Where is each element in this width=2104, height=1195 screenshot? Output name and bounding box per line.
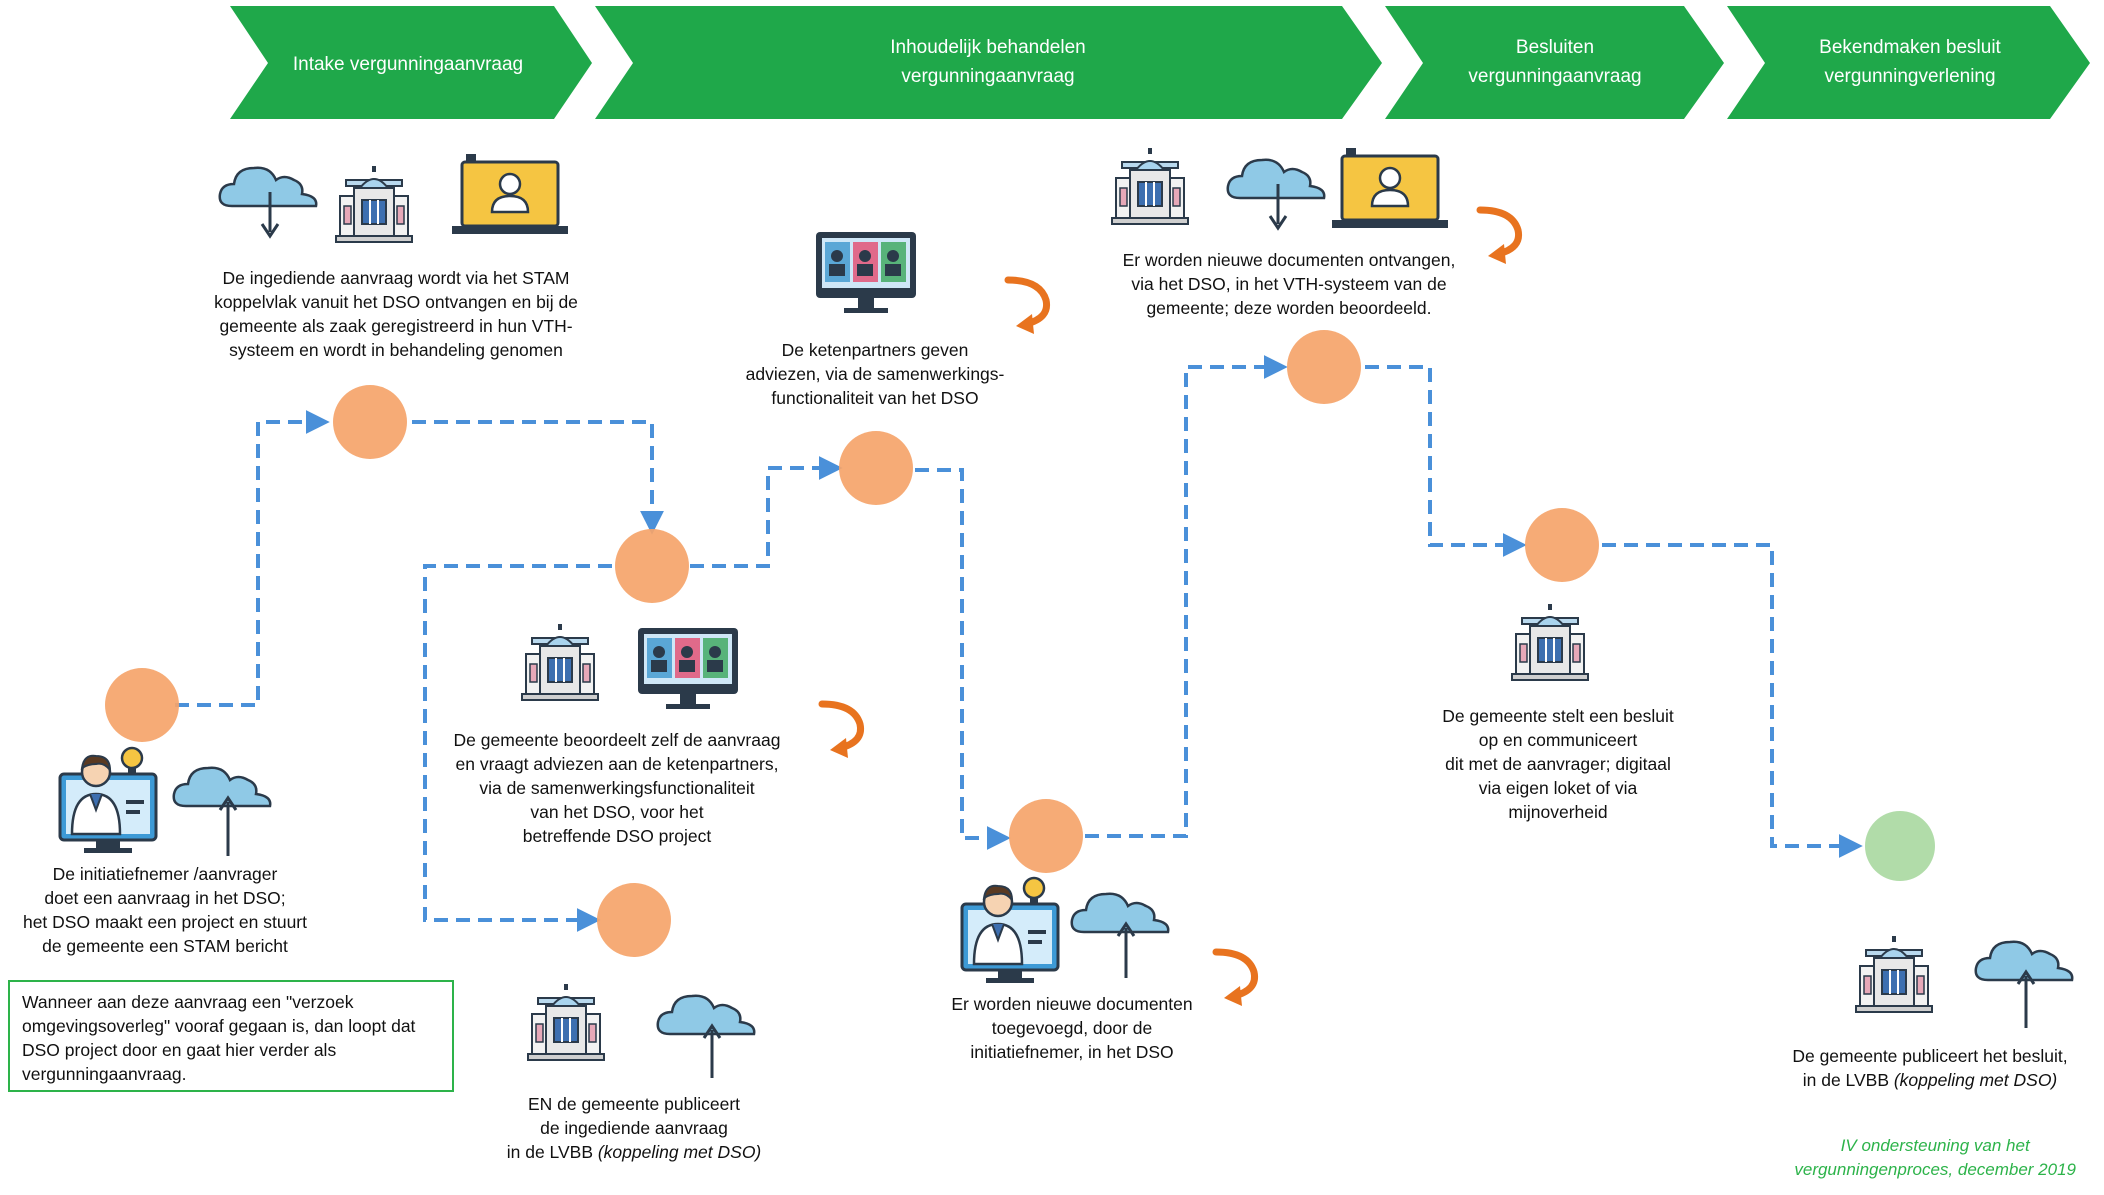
caption-documenten-ontvangen: Er worden nieuwe documenten ontvangen, v…	[1122, 250, 1456, 318]
koppeling-label: (koppeling met DSO)	[1893, 1070, 2058, 1090]
government-building-icon	[1855, 935, 1933, 1013]
process-node-besluit	[1525, 508, 1599, 582]
phase-intake	[230, 6, 592, 119]
omgevingsoverleg-note: Wanneer aan deze aanvraag een "verzoek o…	[8, 980, 454, 1092]
phase-behandelen	[595, 6, 1382, 119]
phase-besluiten	[1385, 6, 1724, 119]
process-node-gemeente-beoordeelt	[615, 529, 689, 603]
loop-arrow-icon	[1480, 210, 1519, 264]
laptop-user-icon	[450, 152, 570, 236]
process-node-ketenpartners	[839, 431, 913, 505]
phase-bekendmaken	[1727, 6, 2090, 119]
government-building-icon	[335, 165, 413, 243]
cloud-upload-icon	[656, 994, 756, 1078]
flow-arrow-ontvangen-to-besluit	[1365, 365, 1527, 557]
cloud-download-icon	[1226, 158, 1326, 231]
koppeling-label: (koppeling met DSO)	[597, 1142, 762, 1162]
citizen-idea-icon	[58, 746, 158, 855]
process-node-publiceert-aanvraag	[597, 883, 671, 957]
process-node-nieuwe-documenten	[1009, 799, 1083, 873]
government-building-icon	[521, 623, 599, 701]
process-nodes	[105, 330, 1935, 957]
loop-arrow-icon	[822, 704, 861, 758]
caption-nieuwe-documenten-toegevoegd: Er worden nieuwe documenten toegevoegd, …	[951, 994, 1193, 1062]
flow-arrow-besluit-to-publiceren	[1602, 543, 1863, 858]
cloud-upload-icon	[1070, 892, 1170, 978]
caption-publiceert-besluit: De gemeente publiceert het besluit, in d…	[1792, 1046, 2068, 1090]
caption-stam-intake: De ingediende aanvraag wordt via het STA…	[214, 268, 578, 360]
process-node-documenten-ontvangen	[1287, 330, 1361, 404]
laptop-user-icon	[1330, 146, 1450, 230]
video-conference-monitor-icon	[816, 232, 916, 313]
phase-behandelen-label-2: vergunningaanvraag	[901, 66, 1074, 87]
caption-ketenpartners: De ketenpartners geven adviezen, via de …	[745, 340, 1005, 408]
citizen-idea-icon	[960, 876, 1060, 985]
government-building-icon	[1511, 603, 1589, 681]
cloud-download-icon	[218, 166, 318, 239]
flow-arrow-docs-to-ontvangen	[1085, 355, 1288, 838]
caption-gemeente-beoordeelt: De gemeente beoordeelt zelf de aanvraag …	[453, 730, 781, 846]
government-building-icon	[527, 983, 605, 1061]
caption-publiceert-aanvraag: EN de gemeente publiceert de ingediende …	[506, 1094, 762, 1162]
government-building-icon	[1111, 147, 1189, 225]
flow-arrow-stam-to-gemeente	[412, 420, 664, 535]
phase-behandelen-label-1: Inhoudelijk behandelen	[890, 37, 1085, 58]
lvbb-label: in de LVBB	[1802, 1070, 1894, 1090]
video-conference-monitor-icon	[638, 628, 738, 709]
phase-intake-label: Intake vergunningaanvraag	[293, 54, 523, 75]
loop-arrow-icon	[1216, 952, 1255, 1006]
footer-credit: IV ondersteuning van het vergunningenpro…	[1794, 1136, 2076, 1179]
phase-bar: Intake vergunningaanvraag Inhoudelijk be…	[230, 6, 2090, 119]
phase-bekendmaken-label-2: vergunningverlening	[1824, 66, 1995, 87]
flow-connectors	[175, 355, 1863, 932]
flow-arrow-ketenpartners-to-docs	[915, 468, 1011, 850]
phase-bekendmaken-label-1: Bekendmaken besluit	[1819, 37, 2001, 58]
cloud-upload-icon	[1974, 940, 2074, 1028]
cloud-upload-icon	[172, 766, 272, 856]
loop-arrow-icon	[1008, 280, 1047, 334]
process-node-end	[1865, 811, 1935, 881]
lvbb-label: in de LVBB	[506, 1142, 598, 1162]
flow-arrow-start-to-stam	[175, 410, 330, 707]
flow-arrow-gemeente-to-ketenpartners	[690, 456, 843, 568]
process-node-start	[105, 668, 179, 742]
caption-besluit: De gemeente stelt een besluit op en comm…	[1442, 706, 1674, 822]
process-node-stam	[333, 385, 407, 459]
phase-besluiten-label-2: vergunningaanvraag	[1468, 66, 1641, 87]
phase-besluiten-label-1: Besluiten	[1516, 37, 1594, 58]
caption-initiatiefnemer: De initiatiefnemer /aanvrager doet een a…	[22, 864, 308, 956]
flow-arrow-gemeente-to-publiceren	[423, 564, 612, 932]
